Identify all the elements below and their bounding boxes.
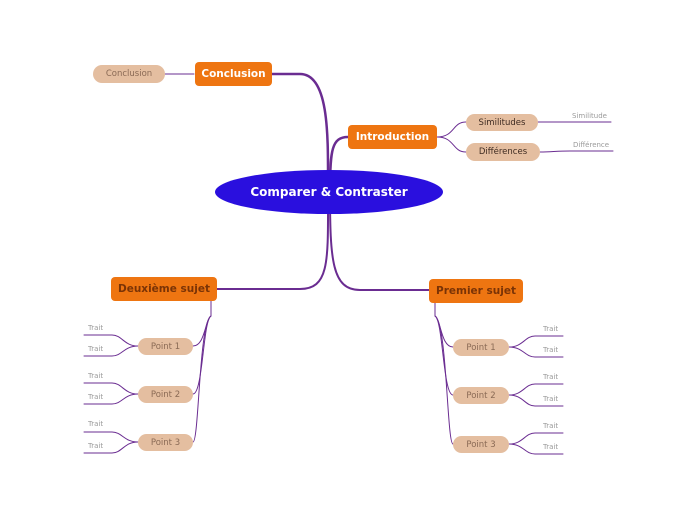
link-difference-leaf — [539, 150, 614, 153]
deuxieme-trait[interactable]: Trait — [88, 442, 104, 450]
premier-point-3[interactable]: Point 3 — [453, 436, 509, 453]
premier-trait[interactable]: Trait — [543, 346, 559, 354]
deuxieme-point-3[interactable]: Point 3 — [138, 434, 193, 451]
premier-trait[interactable]: Trait — [543, 373, 559, 381]
deuxieme-trait[interactable]: Trait — [88, 393, 104, 401]
topic-conclusion-label: Conclusion — [201, 68, 266, 80]
premier-point-1[interactable]: Point 1 — [453, 339, 509, 356]
branch-to-premier — [329, 191, 430, 291]
deuxieme-trait[interactable]: Trait — [88, 420, 104, 428]
subtopic-similitudes[interactable]: Similitudes — [466, 114, 538, 131]
premier-trait[interactable]: Trait — [543, 395, 559, 403]
link-similitudes — [436, 121, 467, 138]
central-topic-label: Comparer & Contraster — [250, 185, 408, 199]
link-d-point3 — [192, 315, 212, 443]
branch-to-deuxieme — [216, 191, 330, 290]
topic-deuxieme-sujet[interactable]: Deuxième sujet — [111, 277, 217, 301]
topic-premier-sujet-label: Premier sujet — [436, 285, 516, 297]
topic-introduction[interactable]: Introduction — [348, 125, 437, 149]
topic-deuxieme-sujet-label: Deuxième sujet — [118, 283, 210, 295]
subtopic-conclusion[interactable]: Conclusion — [93, 65, 165, 83]
link-p-point3 — [434, 315, 454, 445]
deuxieme-point-1[interactable]: Point 1 — [138, 338, 193, 355]
topic-premier-sujet[interactable]: Premier sujet — [429, 279, 523, 303]
premier-point-2[interactable]: Point 2 — [453, 387, 509, 404]
topic-conclusion[interactable]: Conclusion — [195, 62, 272, 86]
premier-trait[interactable]: Trait — [543, 443, 559, 451]
leaf-difference[interactable]: Différence — [573, 141, 610, 149]
link-d-point1 — [192, 300, 212, 347]
deuxieme-point-2[interactable]: Point 2 — [138, 386, 193, 403]
leaf-similitude[interactable]: Similitude — [572, 112, 607, 120]
topic-introduction-label: Introduction — [355, 131, 430, 143]
link-p-point1 — [434, 301, 454, 348]
deuxieme-trait[interactable]: Trait — [88, 324, 104, 332]
deuxieme-trait[interactable]: Trait — [88, 345, 104, 353]
central-topic[interactable]: Comparer & Contraster — [215, 170, 443, 214]
premier-trait[interactable]: Trait — [543, 422, 559, 430]
premier-trait[interactable]: Trait — [543, 325, 559, 333]
subtopic-differences[interactable]: Différences — [466, 143, 540, 161]
link-differences — [436, 136, 467, 153]
deuxieme-trait[interactable]: Trait — [88, 372, 104, 380]
